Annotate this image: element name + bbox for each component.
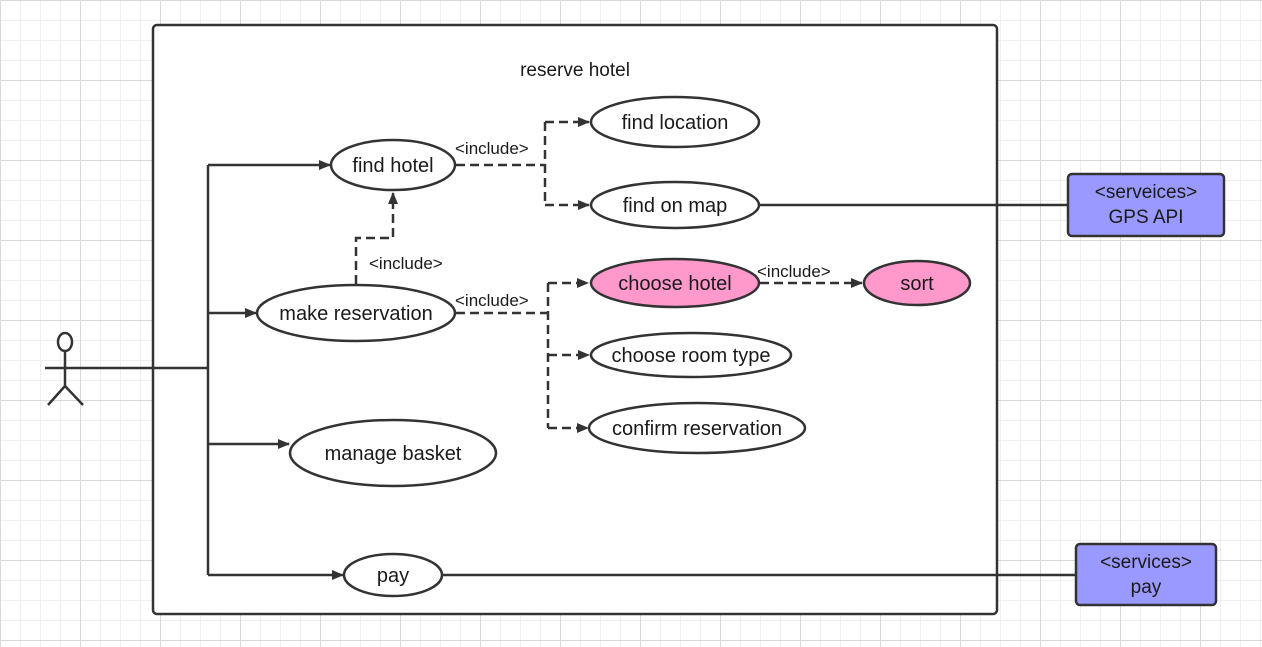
use-case-choose-room-type[interactable]: choose room type xyxy=(589,331,793,379)
service-name: GPS API xyxy=(1109,207,1184,228)
use-case-sort[interactable]: sort xyxy=(862,259,972,307)
use-case-manage-basket[interactable]: manage basket xyxy=(288,418,498,488)
include-relations xyxy=(354,117,863,433)
use-case-find-hotel[interactable]: find hotel xyxy=(329,138,457,192)
include-label: <include> xyxy=(455,291,529,310)
actor-associations xyxy=(88,160,344,580)
use-case-confirm-reservation[interactable]: confirm reservation xyxy=(587,401,807,455)
include-label: <include> xyxy=(757,262,831,281)
use-case-find-on-map[interactable]: find on map xyxy=(589,180,761,230)
use-case-make-reservation[interactable]: make reservation xyxy=(255,283,457,343)
use-case-label: find on map xyxy=(623,195,728,217)
service-stereotype: <serveices> xyxy=(1095,182,1197,203)
use-case-pay[interactable]: pay xyxy=(342,552,444,598)
use-case-label: choose hotel xyxy=(618,273,731,295)
include-label: <include> xyxy=(369,254,443,273)
system-title: reserve hotel xyxy=(520,60,630,81)
service-associations xyxy=(441,203,1076,577)
include-label: <include> xyxy=(455,139,529,158)
use-case-label: sort xyxy=(900,273,934,295)
service-stereotype: <services> xyxy=(1100,552,1192,573)
service-gps-api[interactable]: <serveices> GPS API xyxy=(1066,172,1226,238)
use-case-label: choose room type xyxy=(612,345,771,367)
use-case-choose-hotel[interactable]: choose hotel xyxy=(589,257,761,309)
use-case-label: make reservation xyxy=(279,303,432,325)
use-case-label: pay xyxy=(377,565,409,587)
use-case-find-location[interactable]: find location xyxy=(589,95,761,149)
actor-icon xyxy=(45,331,88,406)
service-pay[interactable]: <services> pay xyxy=(1074,542,1218,607)
service-name: pay xyxy=(1131,577,1162,598)
use-case-label: find location xyxy=(622,112,729,134)
use-case-label: find hotel xyxy=(352,155,433,177)
use-case-label: confirm reservation xyxy=(612,418,782,440)
include-make-to-find-hotel xyxy=(354,192,398,284)
use-case-label: manage basket xyxy=(325,443,462,465)
